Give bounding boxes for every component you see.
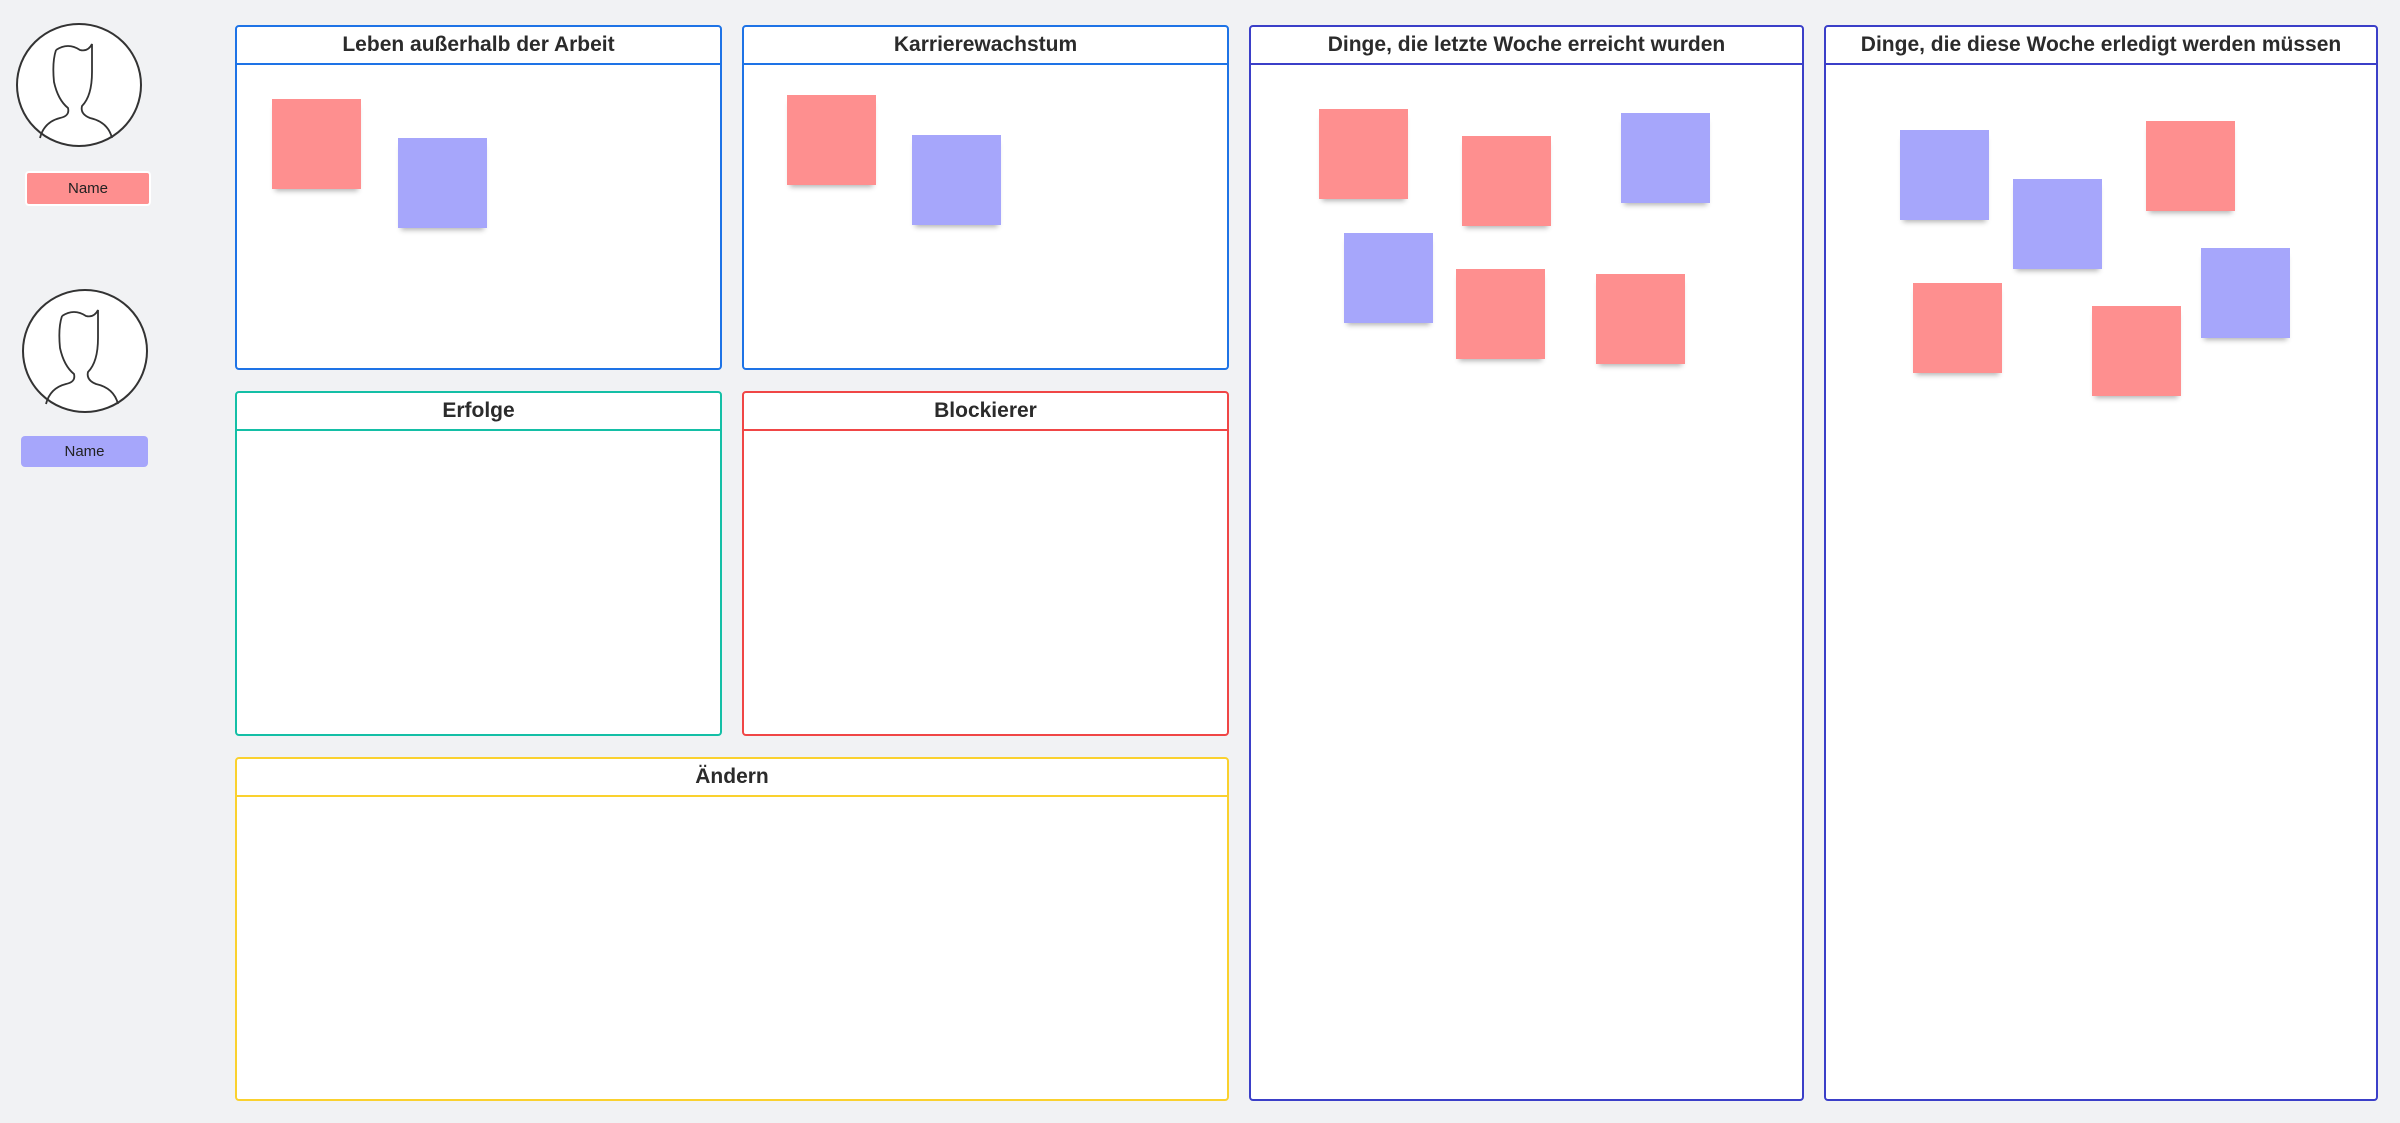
avatar-person-1 [16,23,142,147]
person-name-tag-1[interactable]: Name [25,171,151,206]
sticky-note-blue[interactable] [2013,179,2102,269]
frame-blockierer[interactable]: Blockierer [742,391,1229,736]
frame-erfolge[interactable]: Erfolge [235,391,722,736]
sticky-note-red[interactable] [1596,274,1685,364]
sticky-note-blue[interactable] [1621,113,1710,203]
person-name-1: Name [67,180,108,197]
person-name-2: Name [64,443,105,460]
sticky-note-blue[interactable] [912,135,1001,225]
avatar-person-2 [22,289,148,413]
sticky-note-blue[interactable] [2201,248,2290,338]
frame-title: Ändern [237,759,1227,797]
sticky-note-red[interactable] [787,95,876,185]
sticky-note-blue[interactable] [1344,233,1433,323]
frame-title: Leben außerhalb der Arbeit [237,27,720,65]
sticky-note-blue[interactable] [1900,130,1989,220]
frame-title: Dinge, die diese Woche erledigt werden m… [1826,27,2376,65]
sticky-note-red[interactable] [2146,121,2235,211]
sticky-note-red[interactable] [1319,109,1408,199]
sticky-note-red[interactable] [2092,306,2181,396]
frame-aendern[interactable]: Ändern [235,757,1229,1101]
sticky-note-red[interactable] [1913,283,2002,373]
sticky-note-red[interactable] [1456,269,1545,359]
sticky-note-red[interactable] [1462,136,1551,226]
frame-leben-ausserhalb-der-arbeit[interactable]: Leben außerhalb der Arbeit [235,25,722,370]
sticky-note-red[interactable] [272,99,361,189]
frame-title: Dinge, die letzte Woche erreicht wurden [1251,27,1802,65]
sticky-note-blue[interactable] [398,138,487,228]
frame-title: Blockierer [744,393,1227,431]
frame-title: Erfolge [237,393,720,431]
person-name-tag-2[interactable]: Name [21,436,148,467]
frame-title: Karrierewachstum [744,27,1227,65]
